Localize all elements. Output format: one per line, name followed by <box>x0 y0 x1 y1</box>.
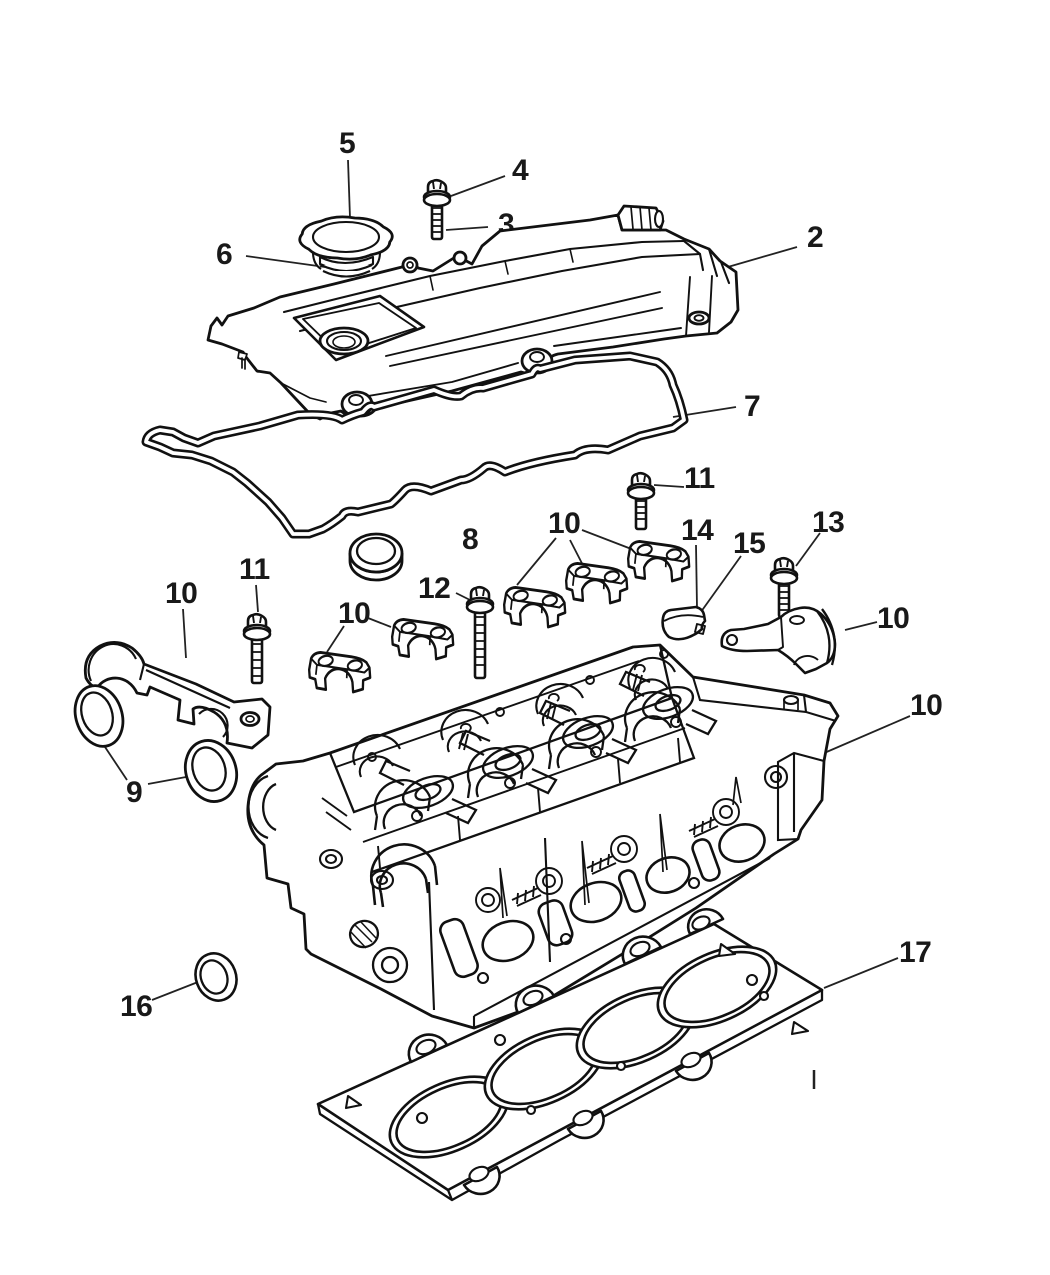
svg-text:10: 10 <box>910 689 942 722</box>
svg-text:6: 6 <box>216 238 232 271</box>
svg-text:2: 2 <box>807 221 823 254</box>
svg-text:10: 10 <box>165 577 197 610</box>
svg-text:10: 10 <box>338 597 370 630</box>
svg-text:17: 17 <box>899 936 931 969</box>
svg-text:10: 10 <box>877 602 909 635</box>
svg-text:15: 15 <box>733 527 765 560</box>
svg-text:13: 13 <box>812 506 844 539</box>
svg-text:12: 12 <box>418 572 450 605</box>
svg-text:16: 16 <box>120 990 152 1023</box>
svg-text:11: 11 <box>239 553 270 586</box>
svg-text:11: 11 <box>684 462 715 495</box>
svg-text:7: 7 <box>744 390 760 423</box>
svg-text:10: 10 <box>548 507 580 540</box>
svg-text:14: 14 <box>681 514 714 547</box>
svg-text:9: 9 <box>126 776 142 809</box>
svg-text:8: 8 <box>462 523 478 556</box>
svg-text:4: 4 <box>512 154 529 187</box>
svg-text:5: 5 <box>339 127 355 160</box>
